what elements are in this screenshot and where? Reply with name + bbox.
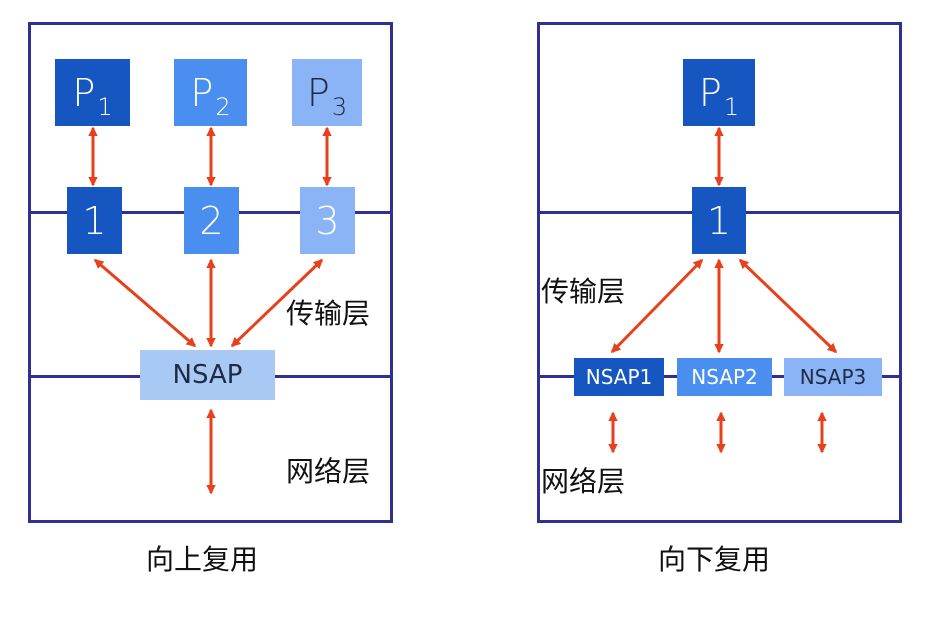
right-nsap3-box: NSAP3 [784, 358, 882, 396]
right-nsap3-label: NSAP3 [799, 365, 867, 389]
left-transport-layer-label: 传输层 [286, 297, 371, 330]
right-nsap2-box: NSAP2 [677, 358, 772, 396]
right-transport-entity-1-label: 1 [706, 198, 732, 243]
right-p1-subscript: 1 [723, 92, 740, 121]
right-network-layer-label: 网络层 [541, 465, 626, 498]
left-p1-subscript: 1 [97, 92, 113, 121]
left-p2-letter: P [190, 70, 214, 115]
left-transport-entity-1-label: 1 [82, 198, 107, 243]
left-p3-subscript: 3 [331, 92, 348, 121]
right-p1-letter: P [698, 70, 722, 115]
left-transport-entity-3-label: 3 [315, 198, 340, 243]
left-transport-entity-1: 1 [67, 187, 122, 254]
left-p1-letter: P [72, 70, 96, 115]
left-nsap-box: NSAP [140, 350, 275, 400]
left-network-layer-label: 网络层 [286, 455, 371, 488]
right-nsap1-box: NSAP1 [574, 358, 664, 396]
right-caption: 向下复用 [658, 543, 771, 576]
left-p3-letter: P [306, 70, 330, 115]
left-caption: 向上复用 [146, 543, 259, 576]
left-transport-entity-2: 2 [184, 187, 239, 254]
left-transport-entity-3: 3 [300, 187, 355, 254]
right-transport-layer-label: 传输层 [541, 275, 626, 308]
left-transport-entity-2-label: 2 [199, 198, 224, 243]
left-p2-subscript: 2 [215, 92, 231, 121]
left-nsap-label: NSAP [172, 360, 243, 390]
right-nsap2-label: NSAP2 [691, 365, 758, 389]
right-nsap1-label: NSAP1 [585, 365, 653, 389]
right-transport-entity-1: 1 [692, 187, 746, 254]
